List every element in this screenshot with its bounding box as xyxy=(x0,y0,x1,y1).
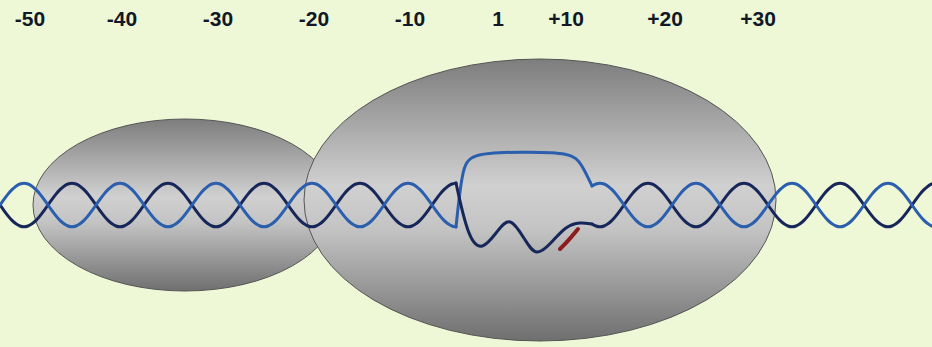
position-number: -40 xyxy=(107,8,137,29)
small-lobe xyxy=(33,119,337,291)
position-number: -20 xyxy=(299,8,329,29)
template-strand xyxy=(0,183,456,227)
position-number: -30 xyxy=(203,8,233,29)
coding-strand xyxy=(0,183,456,227)
large-lobe xyxy=(304,59,776,341)
dna-helix xyxy=(0,152,932,252)
position-number: +20 xyxy=(647,8,683,29)
position-number: 1 xyxy=(492,8,504,29)
open-coding-strand xyxy=(456,152,592,227)
rna-transcript xyxy=(560,229,578,249)
position-number: +10 xyxy=(548,8,584,29)
open-template-strand xyxy=(456,183,592,252)
coding-strand xyxy=(592,183,932,227)
template-strand xyxy=(592,183,932,227)
position-number: -10 xyxy=(395,8,425,29)
position-number: +30 xyxy=(740,8,776,29)
position-number: -50 xyxy=(15,8,45,29)
